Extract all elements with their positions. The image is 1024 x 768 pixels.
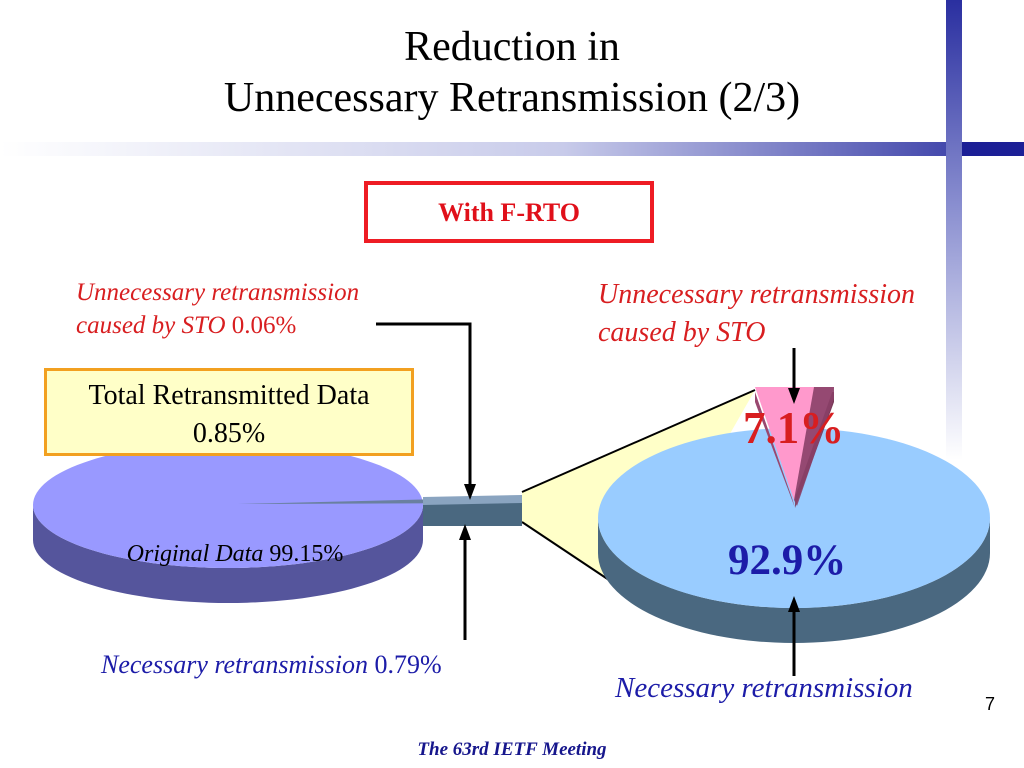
left-necessary-value: 0.79% bbox=[374, 650, 442, 679]
slide-title: Reduction in Unnecessary Retransmission … bbox=[0, 22, 1024, 124]
right-nec-arrowhead bbox=[788, 596, 800, 612]
left-necessary-label: Necessary retransmission 0.79% bbox=[101, 650, 442, 680]
left-sto-arrowhead bbox=[464, 484, 476, 500]
with-frto-callout: With F-RTO bbox=[364, 181, 654, 243]
right-sto-arrowhead bbox=[788, 388, 800, 404]
left-pie-sliver-top bbox=[423, 495, 522, 505]
right-pie-slice-necessary bbox=[598, 428, 990, 608]
slide-title-line1: Reduction in bbox=[404, 24, 620, 70]
header-vbar bbox=[946, 0, 962, 460]
right-pie-slice-unnecessary-shade bbox=[794, 387, 834, 506]
left-nec-arrowhead bbox=[459, 524, 471, 540]
left-sto-label-line2: caused by STO 0.06% bbox=[76, 309, 359, 342]
connector-line-top bbox=[521, 389, 756, 493]
right-sto-label-line2: caused by STO bbox=[598, 317, 766, 348]
right-sto-label-line1: Unnecessary retransmission bbox=[598, 279, 916, 310]
left-sto-value: 0.06% bbox=[231, 312, 297, 339]
left-pie-slice-original bbox=[33, 442, 423, 568]
original-data-value: 99.15% bbox=[269, 541, 344, 567]
right-necessary-pct: 92.9% bbox=[728, 537, 847, 584]
total-retransmitted-box: Total Retransmitted Data 0.85% bbox=[44, 368, 414, 456]
right-sto-label: Unnecessary retransmission caused by STO bbox=[598, 276, 915, 352]
header-bar bbox=[0, 142, 1024, 156]
left-sto-label: Unnecessary retransmission caused by STO… bbox=[76, 276, 359, 342]
header-accent bbox=[962, 142, 1024, 156]
total-retransmitted-value: 0.85% bbox=[192, 418, 266, 449]
left-sto-leader bbox=[376, 322, 472, 488]
slide-title-line2: Unnecessary Retransmission (2/3) bbox=[223, 75, 801, 121]
left-pie bbox=[33, 442, 522, 603]
right-necessary-label: Necessary retransmission bbox=[615, 672, 913, 704]
total-retransmitted-label: Total Retransmitted Data bbox=[88, 380, 370, 411]
right-unnecessary-pct: 7.1% bbox=[743, 403, 845, 453]
left-sto-label-line1: Unnecessary retransmission bbox=[76, 279, 360, 306]
page-number: 7 bbox=[985, 694, 996, 714]
right-pie bbox=[598, 387, 990, 643]
right-pie-side bbox=[598, 518, 990, 643]
left-sto-cause: caused by STO bbox=[76, 312, 226, 339]
footer-text: The 63rd IETF Meeting bbox=[417, 739, 607, 760]
original-data-name: Original Data bbox=[126, 541, 264, 567]
left-pie-side bbox=[33, 505, 423, 603]
left-pie-sliver-side bbox=[423, 503, 522, 526]
original-data-label: Original Data 99.15% bbox=[60, 541, 410, 568]
left-necessary-name: Necessary retransmission bbox=[101, 650, 368, 679]
right-pie-slice-unnecessary-side2 bbox=[755, 392, 795, 508]
